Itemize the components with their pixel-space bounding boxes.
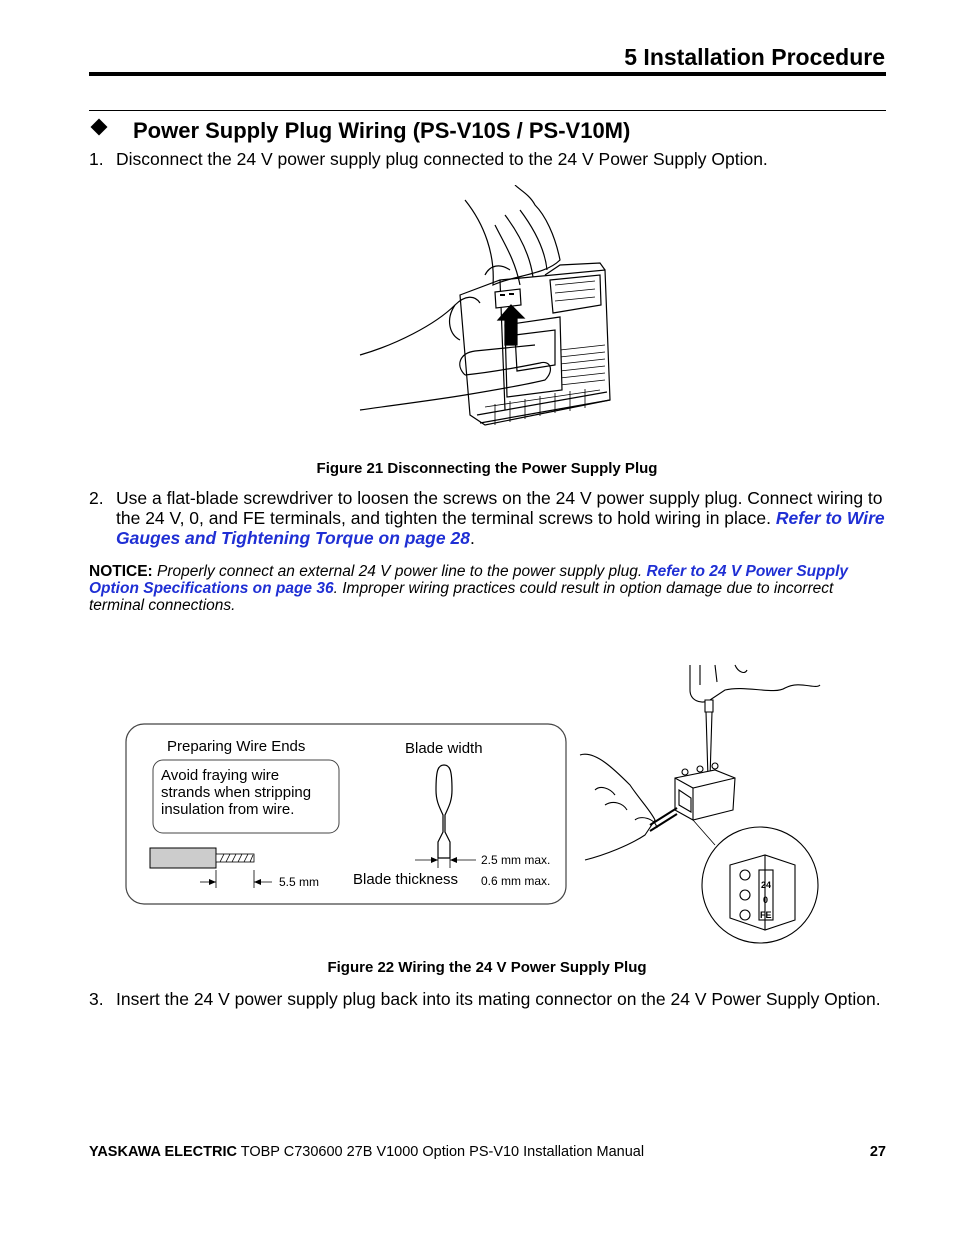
preparing-wire-ends-title: Preparing Wire Ends <box>167 738 305 755</box>
header-rule <box>89 72 886 76</box>
blade-width-max: 2.5 mm max. <box>481 853 550 867</box>
blade-thickness-label: Blade thickness <box>353 871 458 888</box>
callout-line-3: insulation from wire. <box>161 801 294 818</box>
wire-gauges-link[interactable]: Refer to Wire Gauges and Tightening Torq… <box>116 508 885 548</box>
callout-line-1: Avoid fraying wire <box>161 767 279 784</box>
wire-preparation-panel: Preparing Wire Ends Avoid fraying wire s… <box>125 723 567 905</box>
stripped-conductor <box>215 853 255 863</box>
step-text-main: Use a flat-blade screwdriver to loosen t… <box>116 488 883 528</box>
blade-width-label: Blade width <box>405 740 483 757</box>
notice-block: NOTICE: Properly connect an external 24 … <box>89 563 886 614</box>
step-text: Disconnect the 24 V power supply plug co… <box>116 149 768 169</box>
plug-wiring-illustration: 24 0 FE <box>579 664 821 944</box>
diamond-bullet-icon <box>90 118 108 136</box>
step-text-end: . <box>469 528 475 548</box>
terminal-24-label: 24 <box>761 880 771 890</box>
callout-box <box>152 759 340 834</box>
blade-thickness-max: 0.6 mm max. <box>481 874 550 888</box>
disconnect-plug-illustration <box>359 185 611 426</box>
footer-document-info: YASKAWA ELECTRIC TOBP C730600 27B V1000 … <box>89 1144 644 1160</box>
notice-label: NOTICE: <box>89 563 153 580</box>
section-title: 5 Installation Procedure <box>624 44 885 70</box>
step-number: 2. <box>89 488 104 508</box>
terminal-0-label: 0 <box>763 895 768 905</box>
notice-text-2: . Improper wiring practices could result… <box>89 580 834 614</box>
terminal-fe-label: FE <box>760 910 772 920</box>
footer-brand: YASKAWA ELECTRIC <box>89 1144 237 1160</box>
callout-line-2: strands when stripping <box>161 784 311 801</box>
step-number: 3. <box>89 989 104 1009</box>
step-text: Use a flat-blade screwdriver to loosen t… <box>116 488 886 548</box>
step-text: Insert the 24 V power supply plug back i… <box>116 989 881 1009</box>
page-heading: Power Supply Plug Wiring (PS-V10S / PS-V… <box>133 118 631 143</box>
section-divider <box>89 110 886 111</box>
figure-21-caption: Figure 21 Disconnecting the Power Supply… <box>316 460 658 477</box>
page-number: 27 <box>869 1144 886 1160</box>
wire-insulation <box>149 847 217 869</box>
specifications-link[interactable]: Refer to 24 V Power Supply Option Specif… <box>89 563 848 597</box>
step-number: 1. <box>89 149 104 169</box>
strip-length-label: 5.5 mm <box>279 875 319 889</box>
figure-22-caption: Figure 22 Wiring the 24 V Power Supply P… <box>327 959 647 976</box>
screwdriver-icon <box>435 764 453 859</box>
footer-doc-title: TOBP C730600 27B V1000 Option PS-V10 Ins… <box>236 1144 645 1160</box>
notice-text-1: Properly connect an external 24 V power … <box>152 563 647 580</box>
